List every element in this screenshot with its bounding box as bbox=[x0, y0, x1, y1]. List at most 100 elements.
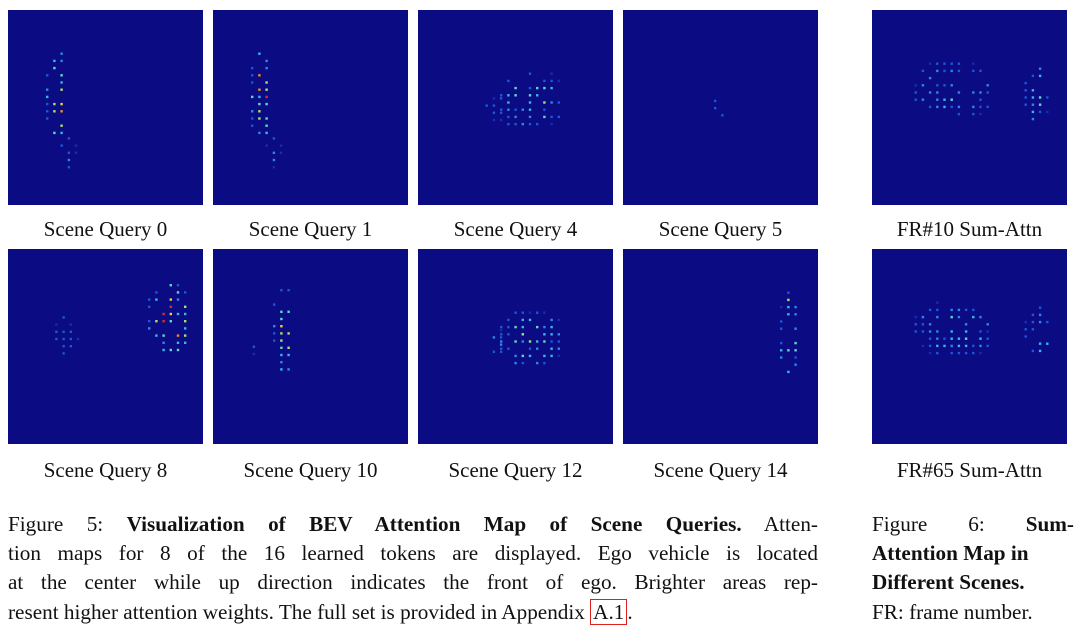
attention-dot bbox=[936, 315, 939, 319]
attention-dot bbox=[280, 368, 283, 371]
attention-dot bbox=[1031, 313, 1035, 317]
attention-dot bbox=[964, 330, 968, 333]
attention-map-scene-query-1 bbox=[213, 10, 408, 205]
attention-dot bbox=[936, 351, 939, 355]
caption-text-line-4: resent higher attention weights. The ful… bbox=[8, 599, 585, 624]
attention-dot bbox=[528, 94, 532, 97]
attention-dot bbox=[972, 308, 975, 312]
attention-dot bbox=[928, 351, 932, 355]
attention-dot bbox=[557, 79, 560, 83]
attention-dot bbox=[60, 88, 63, 91]
attention-dot bbox=[957, 308, 961, 312]
attention-dot bbox=[155, 291, 158, 294]
attention-dot bbox=[265, 124, 268, 127]
attention-dot bbox=[964, 337, 968, 340]
attention-dot bbox=[76, 337, 80, 341]
attention-dot bbox=[936, 84, 939, 87]
attention-dot bbox=[514, 122, 517, 126]
heatmap-svg bbox=[55, 284, 187, 355]
attention-dot bbox=[979, 344, 982, 348]
attention-dot bbox=[972, 351, 975, 355]
attention-dot bbox=[928, 62, 932, 65]
attention-dot bbox=[60, 59, 63, 63]
attention-dot bbox=[155, 298, 158, 301]
attention-dot bbox=[55, 337, 58, 341]
panel-label-scene-query-4: Scene Query 4 bbox=[453, 217, 578, 241]
attention-dot bbox=[62, 337, 65, 341]
attention-dot bbox=[964, 323, 968, 326]
attention-dot bbox=[543, 79, 546, 83]
attention-dot bbox=[950, 330, 953, 333]
attention-dot bbox=[1038, 96, 1042, 99]
attention-dot bbox=[499, 350, 503, 353]
attention-dot bbox=[273, 339, 276, 342]
heatmap-svg bbox=[914, 301, 1049, 355]
fig6-caption-line-2: Attention Map in bbox=[872, 539, 1074, 568]
attention-dot bbox=[950, 84, 953, 87]
attention-dot bbox=[280, 339, 283, 342]
caption-text-line-2: tion maps for 8 of the 16 learned tokens… bbox=[8, 541, 818, 566]
attention-dot bbox=[67, 137, 71, 140]
attention-dot bbox=[1024, 335, 1027, 338]
attention-dot bbox=[280, 317, 283, 321]
attention-dot bbox=[1031, 117, 1035, 121]
appendix-reference-link[interactable]: A.1 bbox=[590, 598, 628, 625]
attention-dot bbox=[280, 361, 283, 364]
attention-dot bbox=[794, 305, 797, 309]
caption-line-2: tion maps for 8 of the 16 learned tokens… bbox=[8, 539, 818, 568]
attention-dot bbox=[280, 310, 283, 313]
attention-dot bbox=[162, 341, 165, 344]
attention-dot bbox=[986, 323, 989, 326]
attention-dot bbox=[53, 131, 56, 135]
attention-dot bbox=[979, 98, 982, 101]
attention-dot bbox=[914, 330, 917, 333]
attention-dot bbox=[950, 69, 953, 73]
attention-dot bbox=[514, 354, 517, 358]
attention-dot bbox=[1031, 328, 1035, 331]
attention-dot bbox=[528, 108, 532, 111]
attention-dot bbox=[957, 337, 961, 340]
attention-dot bbox=[251, 95, 254, 99]
attention-dot bbox=[69, 330, 72, 333]
panel-label-scene-query-8: Scene Query 8 bbox=[43, 458, 168, 482]
attention-dot bbox=[53, 102, 56, 106]
attention-dot bbox=[550, 318, 553, 322]
attention-dot bbox=[176, 312, 180, 316]
attention-dot bbox=[550, 354, 553, 358]
attention-dot bbox=[280, 353, 283, 357]
attention-dot bbox=[162, 320, 165, 323]
attention-dot bbox=[557, 347, 560, 350]
attention-dot bbox=[62, 352, 65, 355]
attention-dot bbox=[950, 105, 953, 109]
attention-dot bbox=[550, 115, 553, 119]
attention-dot bbox=[1024, 96, 1027, 99]
attention-dot bbox=[169, 298, 172, 301]
attention-dot bbox=[921, 330, 925, 333]
attention-dot bbox=[957, 344, 961, 348]
attention-dot bbox=[714, 106, 717, 110]
attention-dot bbox=[162, 312, 165, 316]
attention-dot bbox=[162, 334, 165, 337]
attention-dot bbox=[557, 101, 560, 104]
attention-dot bbox=[936, 301, 939, 304]
attention-dot bbox=[928, 337, 932, 340]
attention-dot bbox=[943, 105, 946, 109]
attention-dot bbox=[184, 312, 187, 316]
attention-dot bbox=[62, 345, 65, 348]
attention-dot bbox=[921, 69, 925, 73]
attention-dot bbox=[273, 325, 276, 328]
attention-dot bbox=[1038, 320, 1042, 324]
attention-dot bbox=[265, 95, 268, 99]
attention-dot bbox=[557, 115, 560, 119]
attention-dot bbox=[169, 320, 172, 323]
attention-dot bbox=[950, 344, 953, 348]
attention-dot bbox=[536, 347, 539, 350]
attention-dot bbox=[265, 81, 268, 84]
attention-dot bbox=[507, 115, 510, 119]
figure-5-prefix: Figure 5: bbox=[8, 512, 104, 536]
attention-dot bbox=[53, 59, 56, 63]
attention-dot bbox=[74, 151, 78, 154]
attention-dot bbox=[1031, 96, 1035, 99]
attention-dot bbox=[176, 348, 180, 352]
panel-label-scene-query-0: Scene Query 0 bbox=[43, 217, 168, 241]
